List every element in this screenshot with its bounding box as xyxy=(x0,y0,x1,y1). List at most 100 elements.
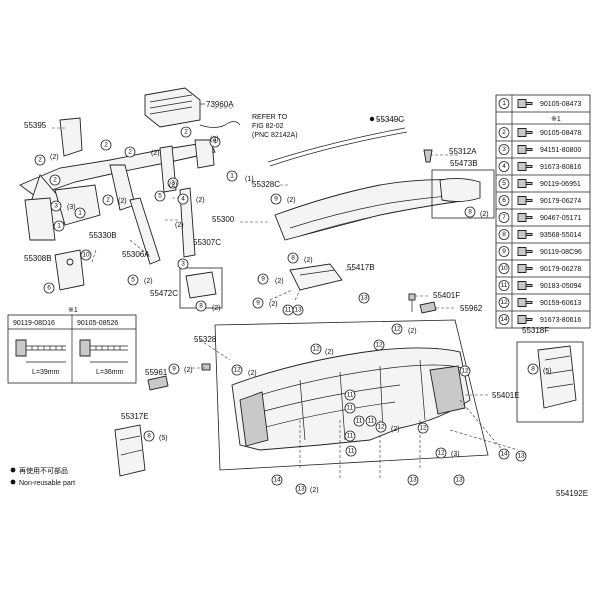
svg-text:11: 11 xyxy=(347,405,354,412)
svg-text:2: 2 xyxy=(38,157,42,164)
svg-text:13: 13 xyxy=(294,307,302,314)
callout-1: 1 xyxy=(53,220,65,232)
fastener-part-number: 90119-08C96 xyxy=(540,249,582,256)
refer-line3: (PNC 82142A) xyxy=(252,132,298,139)
callout-3: 3 xyxy=(50,200,62,212)
quantity-label: (2) xyxy=(175,222,184,229)
bolt-right-length: L=36mm xyxy=(96,369,124,376)
fastener-part-number: 90183-05094 xyxy=(540,283,581,290)
svg-text:11: 11 xyxy=(356,418,363,425)
callout-10: 10 xyxy=(80,249,92,261)
callout-12: 12 xyxy=(459,365,471,377)
svg-text:13: 13 xyxy=(455,477,463,484)
svg-text:9: 9 xyxy=(274,196,278,203)
fastener-part-number: 90179-06274 xyxy=(540,198,581,205)
svg-text:12: 12 xyxy=(233,367,241,374)
part-labels: 73960A 55395 55349C 55312A 55473B 55328C… xyxy=(24,100,588,498)
callout-14: 14 xyxy=(498,448,510,460)
quantity-label: (3) xyxy=(67,204,76,211)
callout-2: 2 xyxy=(49,174,61,186)
quantity-label: (2) xyxy=(275,278,284,285)
callout-12: 12 xyxy=(391,323,403,335)
callout-13: 13 xyxy=(515,450,527,462)
callout-8: 8 xyxy=(464,206,476,218)
quantity-label: (2) xyxy=(480,211,489,218)
callout-3: 3 xyxy=(177,258,189,270)
callout-12: 12 xyxy=(231,364,243,376)
quantity-label: (5) xyxy=(159,435,168,442)
label-55417B: 55417B xyxy=(347,263,375,272)
svg-text:1: 1 xyxy=(57,223,61,230)
label-55395: 55395 xyxy=(24,121,47,130)
quantity-label: (2) xyxy=(118,198,127,205)
svg-text:2: 2 xyxy=(53,177,57,184)
panel-box xyxy=(214,319,489,471)
callout-3: 3 xyxy=(167,177,179,189)
clip-55312A xyxy=(423,149,433,163)
svg-text:14: 14 xyxy=(273,477,281,484)
callout-2: 2 xyxy=(124,146,136,158)
svg-text:1: 1 xyxy=(230,173,234,180)
callout-11: 11 xyxy=(282,304,294,316)
fastener-icon xyxy=(517,315,533,324)
fastener-icon xyxy=(517,247,533,256)
svg-text:3: 3 xyxy=(502,146,506,153)
label-55473B: 55473B xyxy=(450,159,478,168)
quantity-label: (3) xyxy=(451,451,460,458)
svg-text:5: 5 xyxy=(158,193,162,200)
callout-12: 12 xyxy=(375,421,387,433)
refer-line1: REFER TO xyxy=(252,114,288,121)
svg-text:4: 4 xyxy=(213,139,217,146)
svg-text:10: 10 xyxy=(82,252,90,259)
svg-text:9: 9 xyxy=(256,300,260,307)
clip-55962 xyxy=(419,301,437,314)
label-55349C: 55349C xyxy=(376,115,404,124)
callout-13: 13 xyxy=(358,292,370,304)
reinforcement-assembly xyxy=(19,117,216,265)
svg-text:13: 13 xyxy=(360,295,368,302)
bracket-55417B xyxy=(289,263,343,291)
fastener-icon xyxy=(517,298,533,307)
quantity-label: (1) xyxy=(245,176,254,183)
svg-text:8: 8 xyxy=(531,366,535,373)
callout-4: 4 xyxy=(177,193,189,205)
svg-text:7: 7 xyxy=(502,214,506,221)
bolt-right-part: 90105-08526 xyxy=(77,320,118,327)
callout-9: 9 xyxy=(252,297,264,309)
legend-en: Non-reusable part xyxy=(19,480,75,487)
bolt-box-note: ※1 xyxy=(68,307,78,314)
quantity-label: (2) xyxy=(408,328,417,335)
svg-text:11: 11 xyxy=(348,448,355,455)
label-55306A: 55306A xyxy=(122,250,150,259)
part-55961 xyxy=(147,375,169,391)
svg-text:3: 3 xyxy=(54,203,58,210)
svg-text:14: 14 xyxy=(500,316,508,323)
callout-11: 11 xyxy=(344,430,356,442)
fastener-part-number: 90119-06951 xyxy=(540,181,581,188)
callout-13: 13 xyxy=(292,304,304,316)
fastener-icon xyxy=(517,162,533,171)
callout-6: 6 xyxy=(43,282,55,294)
callout-11: 11 xyxy=(353,415,365,427)
legend: 再使用不可部品 Non-reusable part xyxy=(10,466,75,487)
svg-text:12: 12 xyxy=(419,425,427,432)
label-55308B: 55308B xyxy=(24,254,52,263)
svg-text:10: 10 xyxy=(500,265,508,272)
callout-8: 8 xyxy=(527,363,539,375)
quantity-label: (2) xyxy=(269,301,278,308)
callout-8: 8 xyxy=(143,430,155,442)
bracket-55308B xyxy=(54,249,85,291)
label-55962: 55962 xyxy=(460,304,483,313)
svg-text:3: 3 xyxy=(171,180,175,187)
fastener-part-number: 93568-55014 xyxy=(540,232,581,239)
quantity-label: (2) xyxy=(391,426,400,433)
